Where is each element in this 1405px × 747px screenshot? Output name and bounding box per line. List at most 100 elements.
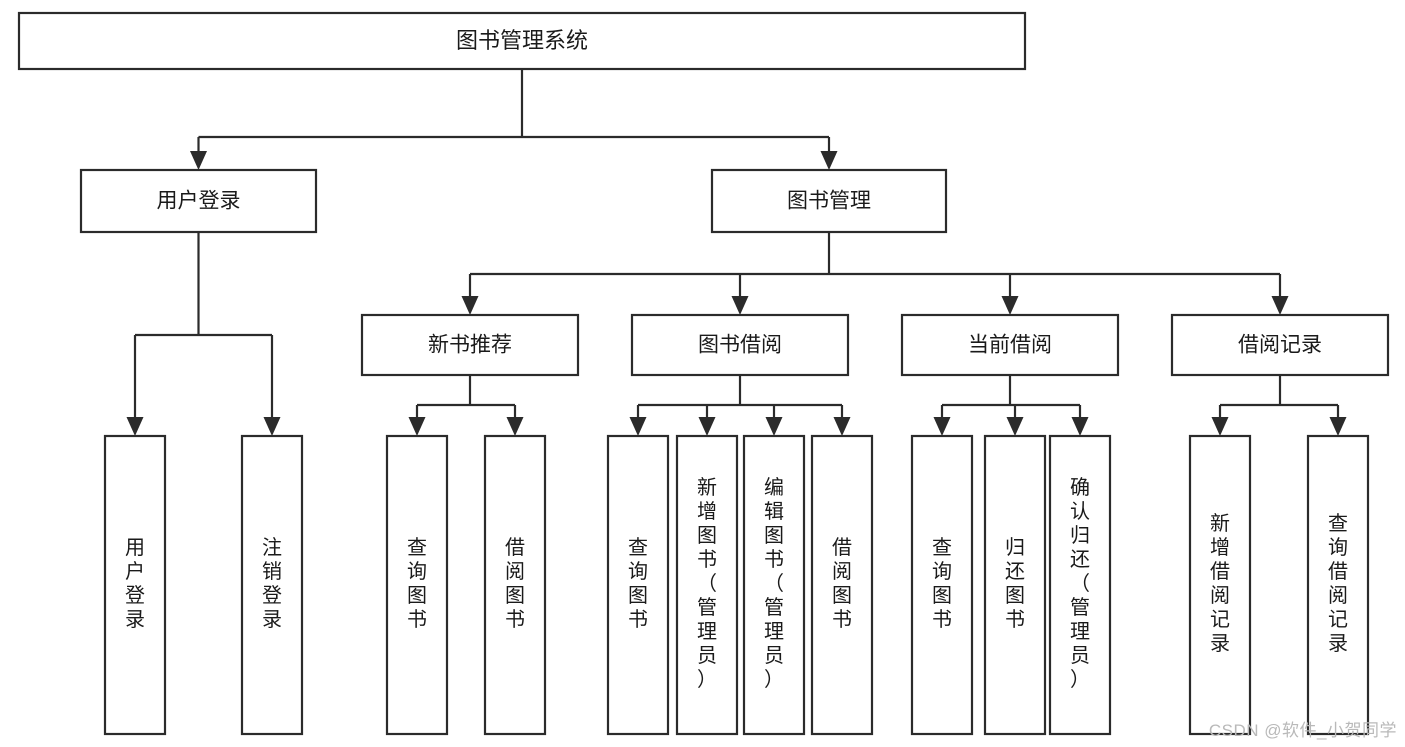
node-label-char: 书 — [505, 608, 525, 631]
node-label-char: 阅 — [505, 560, 525, 583]
node-label-char: 理 — [764, 621, 784, 643]
node-label-char: 记 — [1210, 608, 1230, 631]
node-box — [1048, 434, 1112, 736]
arrow-head-icon — [1271, 296, 1289, 315]
node-label-char: 录 — [1328, 633, 1348, 655]
node-root[interactable]: 图书管理系统 — [17, 11, 1027, 71]
arrow-head-icon — [126, 417, 144, 436]
node-label-char: 增 — [697, 500, 717, 523]
node-box — [1170, 313, 1390, 377]
node-label-char: 员 — [1070, 645, 1090, 667]
node-label-char: 图 — [932, 585, 952, 607]
arrow-head-icon — [698, 417, 716, 436]
node-label-char: ） — [1070, 668, 1090, 691]
node-label-char: 还 — [1070, 548, 1090, 571]
node-label-char: 用 — [125, 537, 145, 559]
node-label-char: 确 — [1070, 476, 1090, 499]
node-label-char: 图 — [407, 585, 427, 607]
node-label-char: 询 — [628, 560, 648, 583]
node-label-char: 图 — [764, 525, 784, 547]
node-book-manage[interactable]: 图书管理 — [710, 168, 948, 234]
node-label-char: 图 — [697, 525, 717, 547]
node-box — [360, 313, 580, 377]
node-label-char: 编 — [764, 476, 784, 499]
node-label-char: 借 — [1328, 560, 1348, 583]
node-label-char: 书 — [628, 608, 648, 631]
node-label-char: 销 — [262, 560, 282, 583]
arrow-head-icon — [506, 417, 524, 436]
node-label-char: 借 — [832, 536, 852, 559]
node-user-login[interactable]: 用户登录 — [79, 168, 318, 234]
arrow-head-icon — [263, 417, 281, 436]
node-box — [240, 434, 304, 736]
node-label-char: 还 — [1005, 560, 1025, 583]
node-label-char: ） — [697, 668, 717, 691]
node-label-char: 图 — [628, 585, 648, 607]
node-label-char: 登 — [262, 584, 282, 607]
node-label-char: 理 — [1070, 621, 1090, 643]
node-box — [483, 434, 547, 736]
node-box — [606, 434, 670, 736]
node-current-borrow[interactable]: 当前借阅 — [900, 313, 1120, 377]
node-label-char: 书 — [697, 548, 717, 571]
node-label-char: 书 — [407, 608, 427, 631]
node-label-char: 录 — [262, 609, 282, 631]
node-label-char: （ — [697, 572, 717, 595]
node-label-char: 管 — [764, 596, 784, 619]
node-label-char: 借 — [1210, 560, 1230, 583]
node-box — [810, 434, 874, 736]
node-label-char: 登 — [125, 584, 145, 607]
node-label-char: 新 — [697, 476, 717, 499]
node-label-char: 录 — [1210, 633, 1230, 655]
node-label-char: 户 — [125, 560, 145, 583]
node-label-char: 书 — [764, 548, 784, 571]
node-box — [983, 434, 1047, 736]
node-label-char: 注 — [262, 536, 282, 559]
node-borrow-record[interactable]: 借阅记录 — [1170, 313, 1390, 377]
node-label-char: 借 — [505, 536, 525, 559]
node-box — [103, 434, 167, 736]
node-box — [675, 434, 739, 736]
node-label-char: 阅 — [832, 560, 852, 583]
node-label: 借阅记录 — [1238, 334, 1322, 357]
node-box — [17, 11, 1027, 71]
node-label-char: 新 — [1210, 512, 1230, 535]
node-label-char: 录 — [125, 609, 145, 631]
node-new-book-recommend[interactable]: 新书推荐 — [360, 313, 580, 377]
node-label-char: 查 — [628, 536, 648, 559]
arrow-head-icon — [765, 417, 783, 436]
node-label-char: 图 — [505, 585, 525, 607]
arrow-head-icon — [731, 296, 749, 315]
node-label: 图书借阅 — [698, 334, 782, 357]
arrow-head-icon — [1211, 417, 1229, 436]
node-label-char: 图 — [1005, 585, 1025, 607]
node-box — [385, 434, 449, 736]
node-label: 当前借阅 — [968, 334, 1052, 357]
node-book-borrow[interactable]: 图书借阅 — [630, 313, 850, 377]
node-box — [630, 313, 850, 377]
arrow-head-icon — [461, 296, 479, 315]
node-label-char: ） — [764, 668, 784, 691]
arrow-head-icon — [1071, 417, 1089, 436]
node-box — [910, 434, 974, 736]
node-user-login-leaf[interactable]: 用户登录 — [103, 434, 167, 736]
node-label-char: 图 — [832, 585, 852, 607]
edges-layer — [126, 69, 1347, 436]
arrow-head-icon — [933, 417, 951, 436]
node-label: 图书管理 — [787, 190, 871, 213]
node-label-char: （ — [1070, 572, 1090, 595]
node-label-char: 书 — [1005, 608, 1025, 631]
